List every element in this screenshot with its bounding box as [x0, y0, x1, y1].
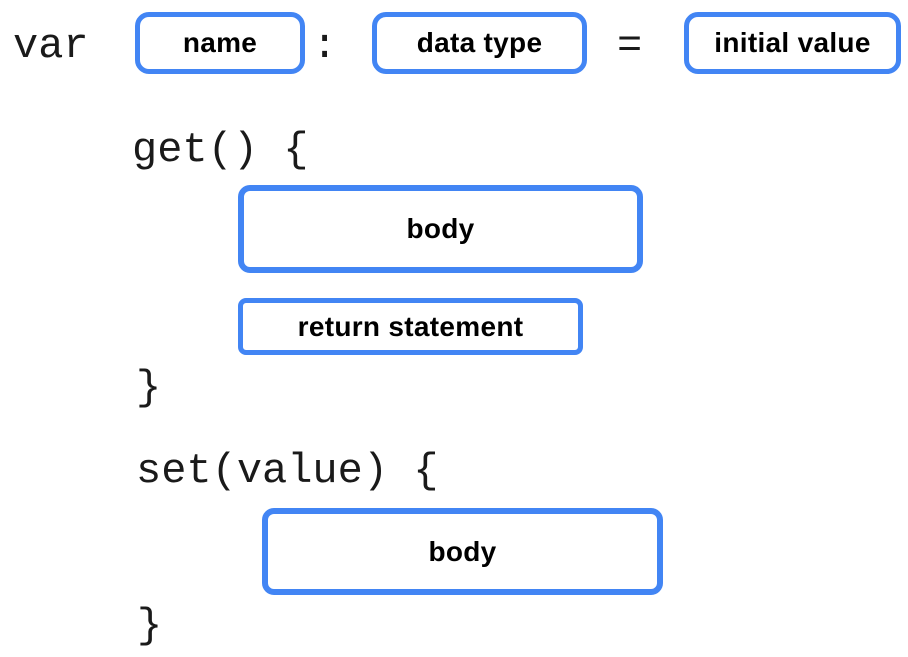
data-type-placeholder-box: data type	[372, 12, 587, 74]
initial-value-placeholder-box: initial value	[684, 12, 901, 74]
name-placeholder-label: name	[182, 27, 258, 58]
setter-signature: set(value) {	[136, 447, 439, 495]
initial-value-placeholder-label: initial value	[714, 27, 871, 58]
name-placeholder-box: name	[135, 12, 305, 74]
equals-separator: =	[617, 22, 643, 70]
getter-closing-brace: }	[136, 364, 162, 412]
getter-body-placeholder-box: body	[238, 185, 643, 273]
data-type-placeholder-label: data type	[416, 27, 543, 58]
colon-separator: :	[312, 22, 338, 70]
getter-body-placeholder-label: body	[406, 213, 475, 244]
return-statement-placeholder-box: return statement	[238, 298, 583, 355]
return-statement-placeholder-label: return statement	[297, 310, 524, 342]
getter-signature: get() {	[132, 126, 309, 174]
setter-body-placeholder-box: body	[262, 508, 663, 595]
setter-body-placeholder-label: body	[428, 535, 497, 567]
setter-closing-brace: }	[137, 602, 163, 650]
var-keyword: var	[13, 22, 89, 70]
